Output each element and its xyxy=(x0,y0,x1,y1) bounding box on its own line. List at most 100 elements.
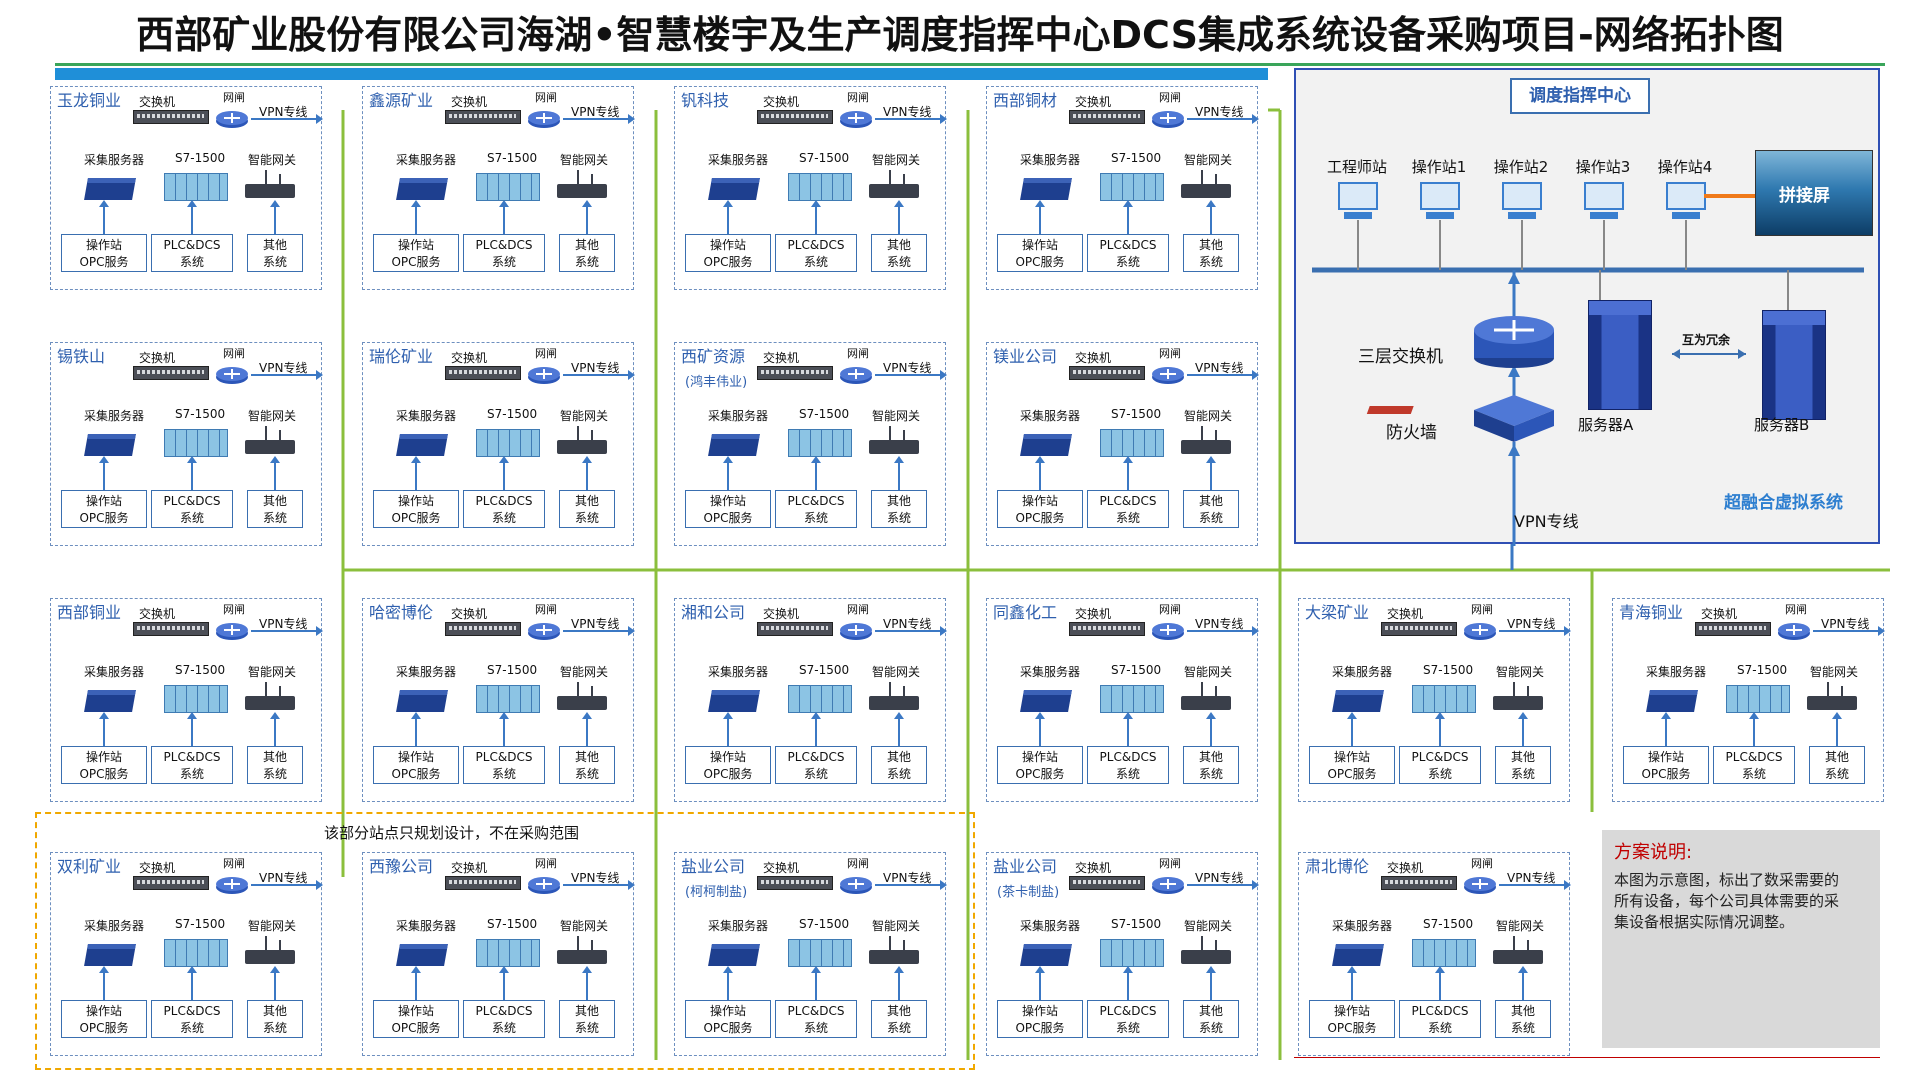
server-a-label: 服务器A xyxy=(1578,416,1634,434)
gate-label: 网闸 xyxy=(847,347,869,360)
plc-icon xyxy=(164,429,228,457)
vpn-arrow xyxy=(251,880,323,890)
plc-icon xyxy=(164,939,228,967)
plc-label: S7-1500 xyxy=(175,663,226,677)
collection-server-icon xyxy=(708,178,760,200)
gateway-icon xyxy=(245,426,295,454)
title-underline-blue xyxy=(55,68,1268,80)
gate-label: 网闸 xyxy=(1159,603,1181,616)
gateway-icon xyxy=(869,682,919,710)
uplink-arrow xyxy=(1206,966,1216,1000)
server-b-icon xyxy=(1762,310,1826,420)
plc-icon xyxy=(1100,939,1164,967)
vpn-arrow xyxy=(1499,626,1571,636)
switch-icon xyxy=(445,366,521,380)
uplink-arrow xyxy=(411,200,421,234)
bottom-red-line xyxy=(1294,1057,1880,1058)
gate-icon xyxy=(1463,621,1497,641)
gate-icon xyxy=(215,875,249,895)
gate-label: 网闸 xyxy=(1159,347,1181,360)
opc-box-line2: OPC服务 xyxy=(391,767,441,781)
gate-icon xyxy=(215,621,249,641)
switch-label: 交换机 xyxy=(1075,351,1112,365)
monitor-icon xyxy=(1584,182,1624,219)
opc-box-line2: OPC服务 xyxy=(1015,511,1065,525)
planning-only-scope-box xyxy=(35,812,975,1070)
switch-label: 交换机 xyxy=(1075,95,1112,109)
station-name: 钒科技 xyxy=(681,91,730,110)
vpn-arrow xyxy=(1187,626,1259,636)
gate-label: 网闸 xyxy=(1471,857,1493,870)
uplink-arrow xyxy=(1661,712,1671,746)
station-name: 西矿资源 xyxy=(681,347,746,366)
opc-box-line1: 操作站 xyxy=(85,494,122,508)
uplink-arrow xyxy=(1035,456,1045,490)
diagram-title: 西部矿业股份有限公司海湖•智慧楼宇及生产调度指挥中心DCS集成系统设备采购项目-… xyxy=(136,13,1784,57)
opc-box-line2: OPC服务 xyxy=(1015,1021,1065,1035)
gateway-label: 智能网关 xyxy=(560,919,609,933)
opc-box-line2: OPC服务 xyxy=(703,1021,753,1035)
plc-dcs-box-line2: 系统 xyxy=(179,511,204,525)
plc-label: S7-1500 xyxy=(1111,917,1162,931)
station-name: 盐业公司 xyxy=(681,857,746,876)
plc-dcs-box: PLC&DCS 系统 xyxy=(463,1000,545,1038)
station-name: 西部铜业 xyxy=(57,603,122,622)
other-system-box-line1: 其他 xyxy=(1198,494,1223,508)
center-station-label: 操作站3 xyxy=(1575,158,1631,176)
uplink-arrow xyxy=(1749,712,1759,746)
uplink-arrow xyxy=(723,712,733,746)
uplink-arrow xyxy=(411,712,421,746)
other-system-box-line1: 其他 xyxy=(262,238,287,252)
opc-box-line1: 操作站 xyxy=(1021,494,1058,508)
plc-dcs-box-line1: PLC&DCS xyxy=(475,750,533,764)
uplink-arrow xyxy=(582,456,592,490)
plc-dcs-box-line2: 系统 xyxy=(1115,255,1140,269)
plc-label: S7-1500 xyxy=(1111,663,1162,677)
plc-icon xyxy=(1726,685,1790,713)
plc-label: S7-1500 xyxy=(175,917,226,931)
switch-icon xyxy=(1069,366,1145,380)
other-system-box-line2: 系统 xyxy=(574,255,599,269)
plc-icon xyxy=(476,939,540,967)
plc-dcs-box-line2: 系统 xyxy=(803,1021,828,1035)
other-system-box: 其他系统 xyxy=(1495,746,1551,784)
switch-icon xyxy=(133,622,209,636)
plc-dcs-box-line1: PLC&DCS xyxy=(163,750,221,764)
gate-icon xyxy=(1151,365,1185,385)
server-label: 采集服务器 xyxy=(1646,665,1707,679)
gateway-label: 智能网关 xyxy=(872,153,921,167)
other-system-box: 其他系统 xyxy=(247,490,303,528)
uplink-arrow xyxy=(723,200,733,234)
plc-icon xyxy=(788,685,852,713)
server-label: 采集服务器 xyxy=(1020,919,1081,933)
switch-icon xyxy=(757,622,833,636)
collection-server-icon xyxy=(708,944,760,966)
opc-box-line1: 操作站 xyxy=(1021,238,1058,252)
plc-label: S7-1500 xyxy=(487,917,538,931)
gateway-icon xyxy=(1493,682,1543,710)
other-system-box-line1: 其他 xyxy=(886,1004,911,1018)
collection-server-icon xyxy=(1020,690,1072,712)
redundancy-label: 互为冗余 xyxy=(1682,333,1731,347)
gateway-label: 智能网关 xyxy=(560,153,609,167)
firewall-label: 防火墙 xyxy=(1386,423,1437,443)
server-label: 采集服务器 xyxy=(1020,665,1081,679)
plc-dcs-box-line1: PLC&DCS xyxy=(475,1004,533,1018)
uplink-arrow xyxy=(1035,966,1045,1000)
uplink-arrow xyxy=(1518,712,1528,746)
plc-dcs-box-line2: 系统 xyxy=(491,1021,516,1035)
plc-dcs-box-line1: PLC&DCS xyxy=(787,238,845,252)
uplink-arrow xyxy=(811,200,821,234)
other-system-box-line1: 其他 xyxy=(1824,750,1849,764)
